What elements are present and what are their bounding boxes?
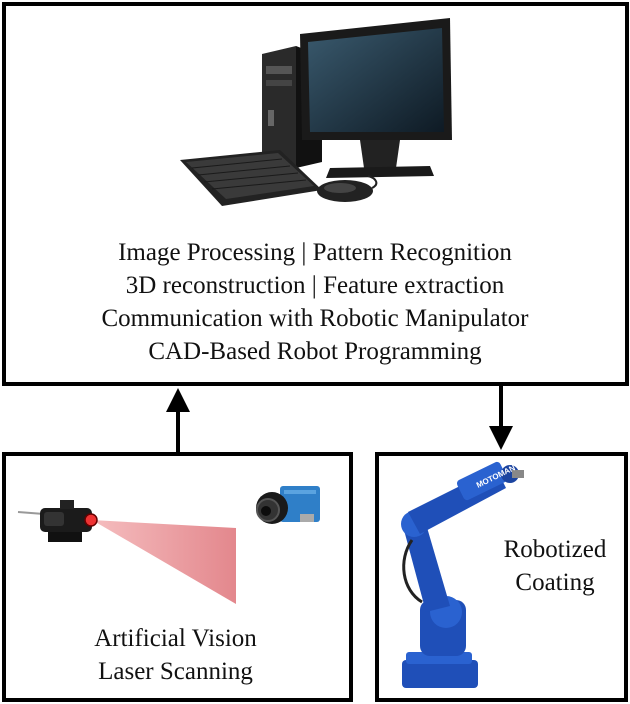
monitor-icon bbox=[300, 18, 452, 178]
caption-line: Laser Scanning bbox=[98, 658, 253, 685]
computer-caption: Image Processing | Pattern Recognition 3… bbox=[0, 236, 630, 368]
computer-icon bbox=[180, 18, 452, 206]
keyboard-icon bbox=[180, 150, 322, 206]
vision-caption: Artificial Vision Laser Scanning bbox=[0, 622, 630, 688]
robot-arm-icon bbox=[401, 461, 524, 688]
caption-line: Robotized bbox=[503, 536, 607, 563]
mouse-icon bbox=[317, 175, 378, 202]
camera-icon bbox=[256, 486, 320, 524]
laser-scanner-icon bbox=[17, 500, 236, 604]
arrow-down bbox=[489, 386, 513, 450]
laser-beam-icon bbox=[92, 520, 236, 604]
caption-line: Coating bbox=[515, 569, 595, 596]
caption-line: CAD-Based Robot Programming bbox=[148, 338, 482, 365]
caption-line: 3D reconstruction | Feature extraction bbox=[125, 272, 505, 299]
caption-line: Image Processing | Pattern Recognition bbox=[118, 239, 512, 266]
caption-line: Artificial Vision bbox=[94, 625, 257, 652]
robot-caption: Robotized Coating bbox=[470, 533, 630, 599]
caption-line: Communication with Robotic Manipulator bbox=[101, 305, 529, 332]
arrow-up bbox=[166, 388, 190, 452]
